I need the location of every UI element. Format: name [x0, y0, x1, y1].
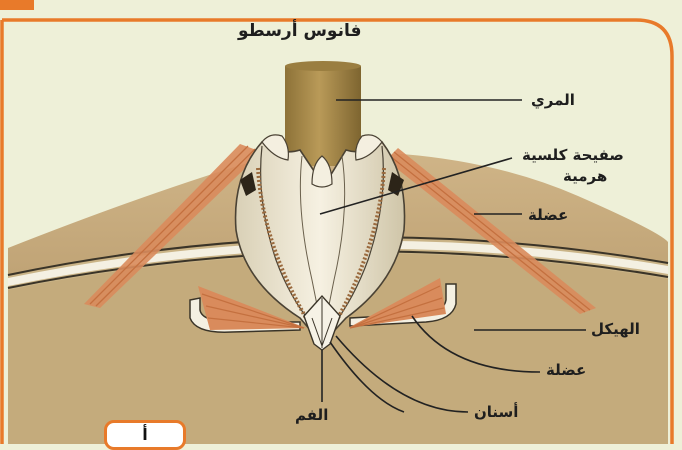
- orange-corner-tab: [0, 0, 34, 10]
- label-muscle-lower: عضلة: [546, 361, 586, 379]
- label-teeth: أسنان: [474, 403, 518, 421]
- diagram-title: فانوس أرسطو: [238, 22, 361, 40]
- label-skeleton: الهيكل: [591, 320, 640, 338]
- label-muscle-upper: عضلة: [528, 206, 568, 224]
- label-mouth: الفم: [295, 406, 328, 424]
- esophagus-top: [285, 61, 361, 71]
- figure-tab-a: أ: [104, 420, 186, 450]
- label-calcareous-plate-line2: هرمية: [563, 167, 607, 185]
- label-calcareous-plate-line1: صفيحة كلسية: [522, 146, 624, 164]
- label-esophagus: المري: [531, 91, 575, 109]
- figure-tab-label: أ: [107, 425, 183, 444]
